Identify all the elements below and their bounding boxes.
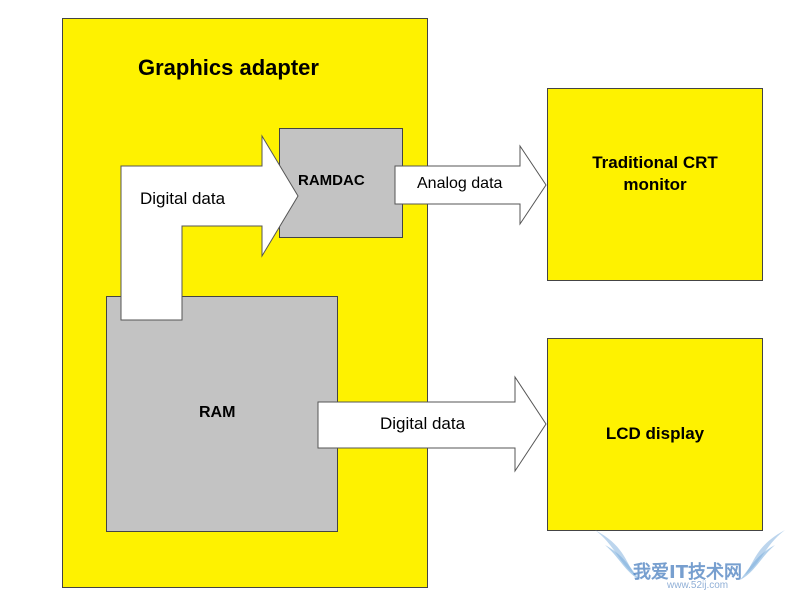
watermark-main-text: 我爱IT技术网: [633, 562, 742, 583]
arrow-ram-to-lcd: [317, 375, 547, 473]
crt-monitor-label: Traditional CRT monitor: [547, 150, 763, 198]
lcd-display-box: [547, 338, 763, 531]
lcd-label-text: LCD display: [605, 424, 705, 443]
arrow-label-analog-data: Analog data: [417, 175, 503, 192]
crt-monitor-box: [547, 88, 763, 281]
ramdac-box: [279, 128, 403, 238]
watermark-sub-text: www.52ij.com: [667, 580, 729, 591]
watermark: 我爱IT技术网 www.52ij.com: [585, 520, 795, 598]
watermark-wings-icon: [595, 530, 785, 580]
ram-box: [106, 296, 338, 532]
lcd-display-label: LCD display: [547, 422, 763, 446]
arrow-ram-to-ramdac: [120, 134, 299, 321]
ram-label: RAM: [199, 404, 236, 421]
crt-label-line2: monitor: [623, 175, 687, 194]
arrow-ramdac-to-crt: [394, 144, 547, 226]
ramdac-label: RAMDAC: [298, 172, 365, 189]
arrow-label-digital-data-bottom: Digital data: [380, 414, 466, 433]
graphics-adapter-title: Graphics adapter: [138, 55, 319, 80]
arrow-label-digital-data-top: Digital data: [140, 189, 226, 208]
crt-label-line1: Traditional CRT: [592, 153, 718, 172]
